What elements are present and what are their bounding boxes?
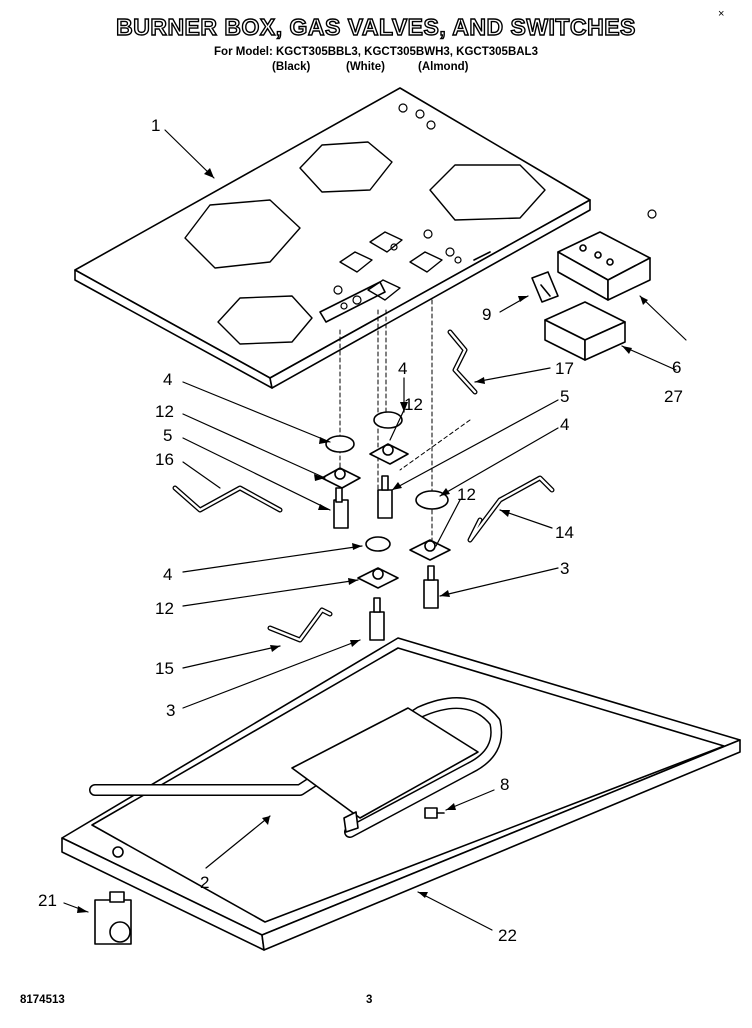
callout-3: 3 — [560, 559, 569, 578]
callout-15: 15 — [155, 659, 174, 678]
callout-12: 12 — [155, 402, 174, 421]
callout-27: 27 — [664, 387, 683, 406]
page-number: 3 — [366, 994, 373, 1006]
callout-6: 6 — [672, 358, 681, 377]
callout-4: 4 — [163, 565, 172, 584]
cooktop-panel — [74, 87, 591, 389]
page-title: BURNER BOX, GAS VALVES, AND SWITCHES — [115, 13, 636, 40]
corner-mark: × — [718, 8, 725, 20]
callout-9: 9 — [482, 305, 491, 324]
color-almond: (Almond) — [418, 61, 469, 73]
gas-tubes-inner — [173, 330, 554, 642]
gas-valves — [333, 475, 439, 641]
callout-5: 5 — [163, 426, 172, 445]
callout-4: 4 — [560, 415, 569, 434]
leader-arrowheads — [77, 168, 648, 913]
callout-12: 12 — [457, 485, 476, 504]
screw-8 — [424, 807, 445, 819]
switch-cover — [544, 301, 626, 361]
callout-16: 16 — [155, 450, 174, 469]
callout-5: 5 — [560, 387, 569, 406]
valve-brackets — [321, 443, 451, 589]
callout-17: 17 — [555, 359, 574, 378]
callout-2: 2 — [200, 873, 209, 892]
callout-8: 8 — [500, 775, 509, 794]
color-black: (Black) — [272, 61, 311, 73]
burner-openings — [184, 141, 546, 345]
gas-regulator — [94, 891, 132, 945]
callout-4: 4 — [163, 370, 172, 389]
callout-1: 1 — [151, 116, 160, 135]
burner-tube — [89, 697, 503, 858]
callout-22: 22 — [498, 926, 517, 945]
callout-12: 12 — [404, 395, 423, 414]
document-number: 8174513 — [20, 994, 65, 1006]
bracket-9 — [531, 271, 559, 303]
callout-4: 4 — [398, 359, 407, 378]
callout-14: 14 — [555, 523, 574, 542]
model-list: For Model: KGCT305BBL3, KGCT305BWH3, KGC… — [214, 46, 538, 58]
callout-21: 21 — [38, 891, 57, 910]
callout-labels: 1 4 12 5 16 4 12 15 3 2 21 4 12 5 4 12 3… — [38, 116, 683, 945]
control-housing — [557, 231, 651, 301]
color-white: (White) — [346, 61, 385, 73]
gaskets — [325, 411, 449, 552]
cooktop-holes — [333, 103, 657, 310]
leader-lines — [63, 129, 687, 931]
callout-3: 3 — [166, 701, 175, 720]
callout-12: 12 — [155, 599, 174, 618]
